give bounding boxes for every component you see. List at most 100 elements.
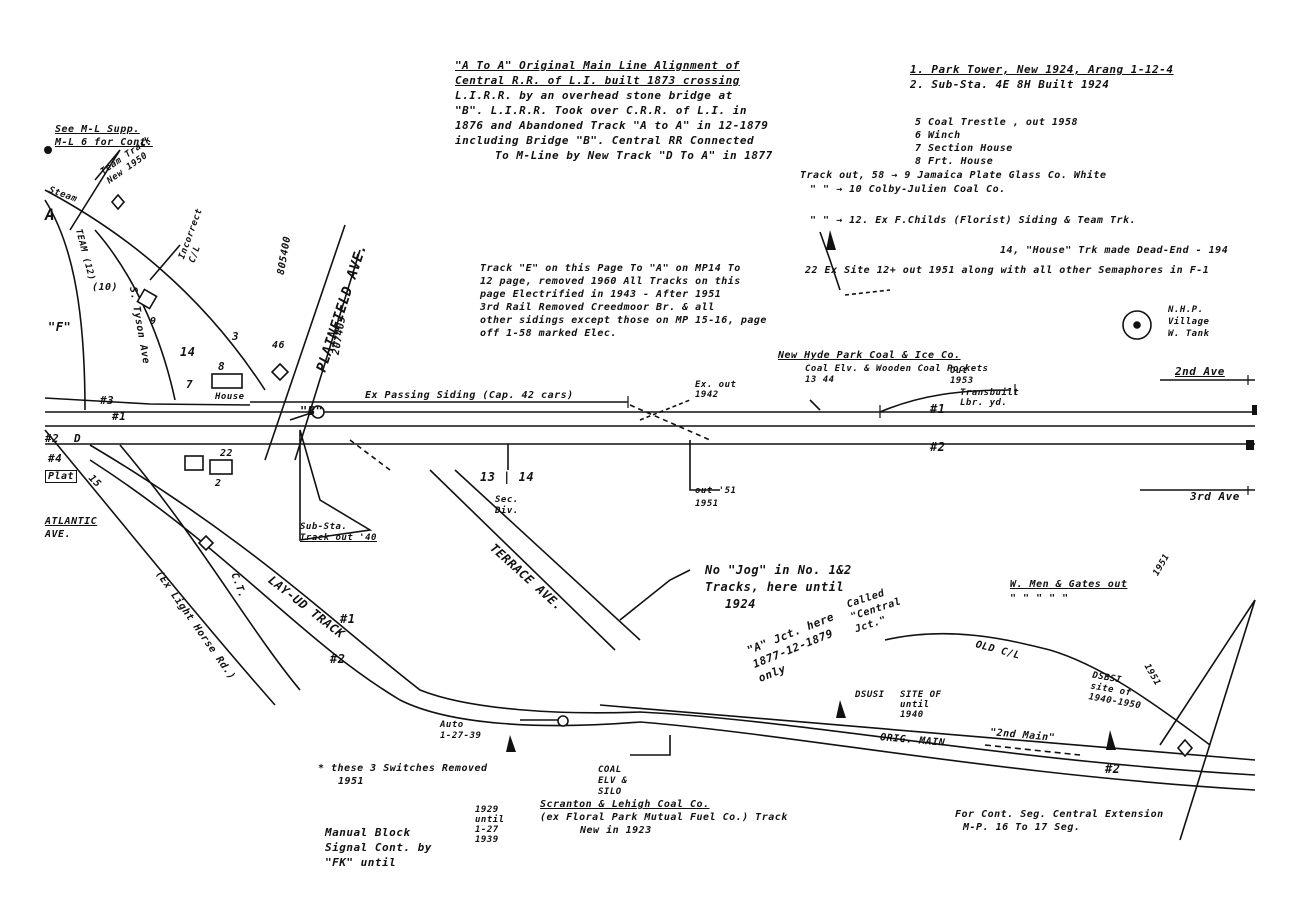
note-line: 1924 — [725, 597, 756, 611]
manual-block-note: Manual Block Signal Cont. by "FK" until — [325, 825, 432, 870]
note-line: ELV & — [598, 776, 628, 786]
note-line: " " " " " — [1010, 593, 1069, 604]
lay-up-track-b — [89, 459, 1256, 791]
note-line: Manual Block — [325, 826, 411, 839]
note-line: Out — [950, 366, 968, 376]
note-line: COAL — [598, 765, 622, 775]
label-f: "F" — [48, 320, 72, 334]
track-2-label-left: #2 — [45, 432, 60, 445]
label-line: 1929 — [475, 805, 499, 815]
note-line: No "Jog" in No. 1&2 — [705, 563, 852, 577]
atlantic-ave-1 — [44, 429, 276, 706]
label-d: D — [74, 432, 82, 445]
atlantic-ave-2 — [119, 444, 301, 691]
num-8: 8 — [218, 360, 226, 373]
legend-list-2: 5 Coal Trestle , out 1958 6 Winch 7 Sect… — [915, 116, 1078, 168]
note-line: Lbr. yd. — [960, 398, 1008, 408]
note-line: SITE OF — [900, 690, 942, 700]
note-line: 1951 — [338, 776, 365, 787]
num-2: 2 — [215, 478, 222, 489]
transbuilt-label: Transbuilt Lbr. yd. — [960, 388, 1019, 408]
legend-list: 1. Park Tower, New 1924, Arang 1-12-4 2.… — [910, 62, 1174, 92]
note-line: Sub-Sta. — [300, 522, 348, 532]
mp-13-14-label: 13 | 14 — [480, 470, 535, 484]
label-line: until — [475, 815, 505, 825]
note-line: Tracks, here until — [705, 580, 845, 594]
note-line: W. Men & Gates out — [1010, 579, 1128, 590]
note-line: W. Tank — [1168, 329, 1210, 339]
note-line: page Electrified in 1943 - After 1951 — [480, 289, 722, 300]
dsusi-note: DSUSI SITE OF until 1940 — [855, 690, 941, 720]
orig-main-b — [599, 704, 1256, 761]
switches-removed-note: * these 3 Switches Removed 1951 — [318, 762, 488, 788]
note-line: 1940 — [900, 710, 924, 720]
track-1-label-right: #1 — [930, 402, 946, 416]
scranton-note: Scranton & Lehigh Coal Co. (ex Floral Pa… — [540, 798, 788, 837]
label-line: Sec. — [495, 495, 519, 505]
auto-label: Auto 1-27-39 — [440, 720, 481, 742]
num-7: 7 — [186, 378, 194, 391]
track-1-label-curve: #1 — [340, 612, 356, 626]
track-1-label-left: #1 — [112, 410, 127, 423]
header-note-line: including Bridge "B". Central RR Connect… — [455, 134, 755, 147]
note-line: 3rd Rail Removed Creedmoor Br. & all — [480, 302, 715, 313]
team-track — [69, 149, 121, 231]
note-line: * these 3 Switches Removed — [318, 763, 488, 774]
note-line: other sidings except those on MP 15-16, … — [480, 315, 767, 326]
track-2-label-far: #2 — [1105, 762, 1121, 776]
out-1953-label: Out 1953 — [950, 366, 974, 386]
legend-item: " " → 10 Colby-Julien Coal Co. — [810, 184, 1006, 195]
ex-out-1942-label: Ex. out 1942 — [695, 380, 736, 400]
note-line: Signal Cont. by — [325, 841, 432, 854]
tower-1 — [184, 455, 204, 471]
atlantic-ave-label: ATLANTIC AVE. — [45, 515, 97, 541]
num-46: 46 — [272, 340, 286, 351]
num-22: 22 — [220, 448, 234, 459]
label-line: ATLANTIC — [45, 516, 98, 527]
num-9: 9 — [150, 316, 157, 327]
nhp-village-label: N.H.P. Village W. Tank — [1168, 304, 1209, 340]
header-note: "A To A" Original Main Line Alignment of… — [455, 58, 773, 163]
label-line: 1951 — [695, 499, 719, 509]
legend-item: 14, "House" Trk made Dead-End - 194 — [1000, 245, 1229, 256]
label-a: A — [45, 205, 56, 224]
legend-item: Track out, 58 → 9 Jamaica Plate Glass Co… — [800, 170, 1107, 181]
note-line: N.H.P. — [1168, 305, 1204, 315]
note-line: New in 1923 — [580, 825, 652, 836]
right-diag-1 — [1179, 599, 1256, 841]
note-line: "FK" until — [325, 856, 397, 869]
transbuilt-siding — [879, 389, 1011, 413]
nhp-coal-label: New Hyde Park Coal & Ice Co. — [778, 350, 961, 361]
header-note-line: L.I.R.R. by an overhead stone bridge at — [455, 89, 733, 102]
coal-pockets-label: Coal Elv. & Wooden Coal Pockets 13 44 — [805, 364, 988, 386]
legend-item: " " → 12. Ex F.Childs (Florist) Siding &… — [810, 215, 1137, 226]
plainfield-right — [294, 249, 361, 461]
header-note-line: 1876 and Abandoned Track "A to A" in 12-… — [455, 119, 769, 132]
plat-label: Plat — [45, 470, 78, 483]
legend-item: 8 Frt. House — [915, 156, 994, 167]
legend-item: 6 Winch — [915, 130, 961, 141]
note-line: until — [900, 700, 930, 710]
coal-elev-silo-label: COAL ELV & SILO — [598, 765, 628, 798]
see-ml-note: See M-L Supp. M-L 6 for Cont. — [55, 123, 153, 149]
label-line: 1-27-39 — [440, 731, 482, 741]
house-label: House — [215, 392, 245, 402]
label-line: 1939 — [475, 835, 499, 845]
note-line: DSUSI — [855, 690, 885, 700]
terrace-ave-1 — [454, 469, 641, 641]
note-line: M-L 6 for Cont. — [55, 137, 153, 148]
third-ave-label: 3rd Ave — [1190, 490, 1240, 503]
legend-item: 7 Section House — [915, 143, 1013, 154]
no-jog-note: No "Jog" in No. 1&2 Tracks, here until 1… — [705, 562, 852, 613]
second-ave-label: 2nd Ave — [1175, 365, 1225, 378]
note-line: See M-L Supp. — [55, 124, 140, 135]
note-line: (ex Floral Park Mutual Fuel Co.) Track — [540, 812, 788, 823]
header-note-line: "B". L.I.R.R. Took over C.R.R. of L.I. i… — [455, 104, 748, 117]
num-10: (10) — [92, 282, 119, 293]
steam-track — [44, 189, 266, 391]
track-3-lead — [44, 397, 251, 406]
label-line: AVE. — [45, 529, 72, 540]
out-1951-label: out '51 1951 — [695, 485, 736, 511]
plainfield-left — [264, 224, 346, 461]
